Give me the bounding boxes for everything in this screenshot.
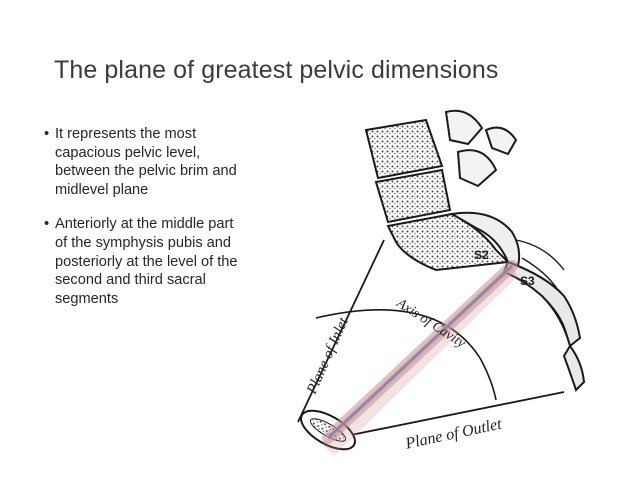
bullet-text: Anteriorly at the middle part of the sym… <box>55 216 238 307</box>
pelvis-illustration: Plane of Inlet Axis of Cavity Plane of O… <box>246 100 616 462</box>
bullet-item: • It represents the most capacious pelvi… <box>44 125 244 199</box>
axis-of-cavity-curve <box>315 309 497 401</box>
s3-label: S3 <box>520 274 535 288</box>
lumbar-vertebrae <box>364 109 518 224</box>
bullet-dot: • <box>44 126 50 142</box>
bullet-item: • Anteriorly at the middle part of the s… <box>44 215 244 308</box>
plane-of-outlet-line <box>325 391 565 441</box>
plane-greatest-dimensions <box>322 260 518 456</box>
s2-label: S2 <box>474 248 489 262</box>
bullet-dot: • <box>44 216 50 233</box>
bullet-text: It represents the most capacious pelvic … <box>55 126 237 198</box>
slide-title: The plane of greatest pelvic dimensions <box>54 56 499 84</box>
pelvis-drawing <box>297 109 586 456</box>
bullet-list: • It represents the most capacious pelvi… <box>44 125 244 324</box>
plane-of-inlet-line <box>297 239 385 423</box>
